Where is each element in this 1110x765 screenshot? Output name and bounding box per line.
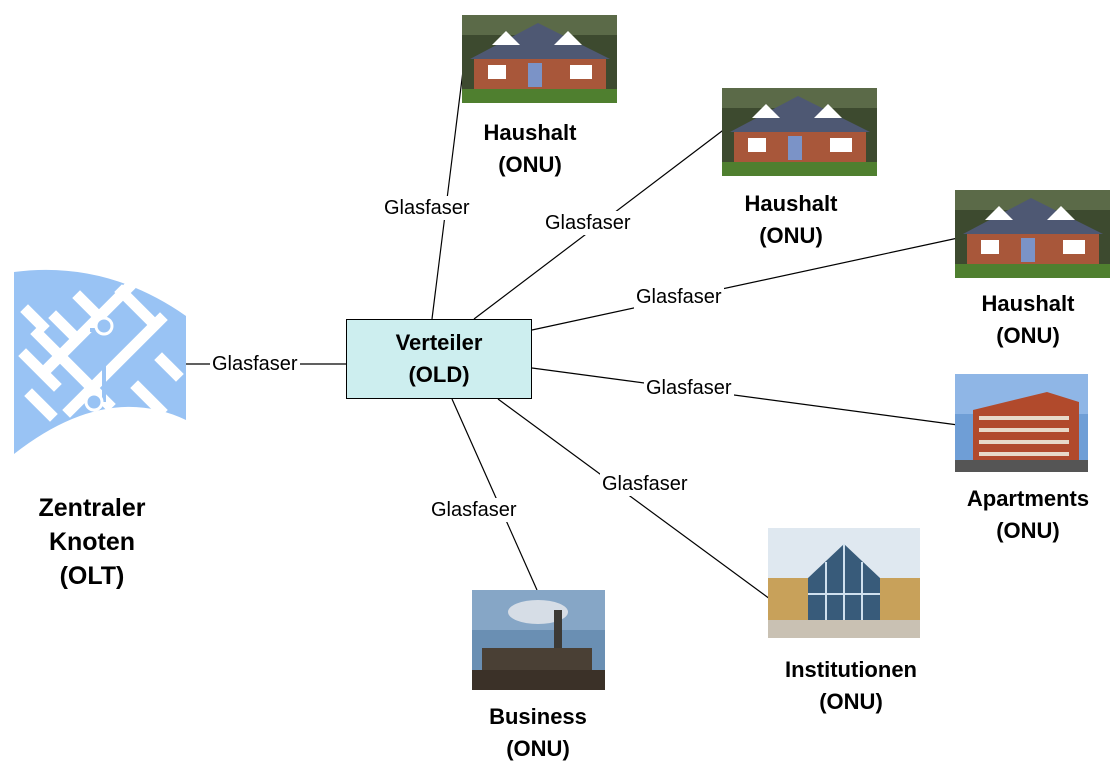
house-image-1 [462,15,617,103]
distributor-label-line2: (OLD) [408,362,470,387]
node-label-haushalt-3: Haushalt(ONU) [981,291,1075,348]
distributor-node: Verteiler (OLD) [346,319,532,399]
edge-label-institutionen: Glasfaser [600,472,690,496]
line-old-house3 [531,237,959,331]
edge-label-house2: Glasfaser [543,211,633,235]
node-label-haushalt-2: Haushalt(ONU) [744,191,838,248]
line-old-institutionen [497,398,775,603]
edge-label-house1: Glasfaser [382,196,472,220]
house-image-3 [955,190,1110,278]
node-label-apartments: Apartments(ONU) [966,486,1090,543]
distributor-label-line1: Verteiler [395,330,483,355]
apartments-image [955,374,1088,472]
olt-label: Zentraler Knoten (OLT) [38,494,146,590]
line-old-house1 [431,54,466,320]
institutionen-image [768,528,920,638]
business-image [472,590,605,690]
node-label-haushalt-1: Haushalt(ONU) [483,120,577,177]
edge-label-olt-old: Glasfaser [210,352,300,376]
line-old-apartments [531,367,959,426]
node-label-institutionen: Institutionen(ONU) [785,657,917,714]
line-old-business [451,398,538,591]
olt-node-icon [14,269,186,454]
edge-label-house3: Glasfaser [634,285,724,309]
house-image-2 [722,88,877,176]
edge-label-apartments: Glasfaser [644,376,734,400]
node-label-business: Business(ONU) [489,704,587,761]
edge-label-business: Glasfaser [429,498,519,522]
